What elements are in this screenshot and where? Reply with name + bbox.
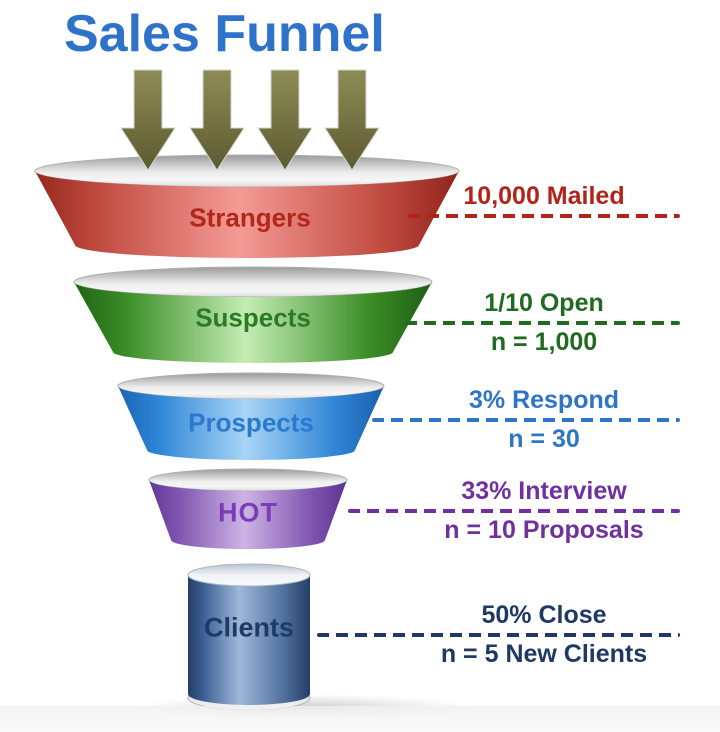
funnel-stage-hot-body [149,480,347,549]
funnel-stage-hot-rim [148,468,348,492]
dashed-leader-line [317,633,680,637]
down-arrow-icon [324,69,380,171]
page-title: Sales Funnel [64,5,385,63]
stage-label-hot: HOT [218,497,278,528]
annotation-strangers-line2 [408,220,680,250]
annotation-hot: 33% Interview n = 10 Proposals [348,475,680,545]
cylinder-top [187,563,311,587]
dashed-leader-line [348,509,680,513]
annotation-hot-line2: n = 10 Proposals [444,516,644,544]
stage-label-prospects: Prospects [188,407,314,438]
inflow-arrows [120,69,380,171]
stage-label-strangers: Strangers [189,202,311,233]
funnel-stage-strangers-body [35,171,459,258]
stage-label-clients: Clients [203,612,295,643]
funnel-stage-prospects-rim [117,372,385,400]
annotation-clients-line2: n = 5 New Clients [440,640,648,668]
dashed-leader-line [405,321,680,325]
annotation-clients-line1: 50% Close [481,601,607,629]
dashed-leader-line [372,418,680,422]
annotation-prospects-line2: n = 30 [508,425,580,453]
annotation-clients: 50% Close n = 5 New Clients [317,599,680,669]
funnel-stage-suspects-rim [73,266,433,298]
cylinder-body [188,575,310,705]
annotation-prospects-line1: 3% Respond [468,386,620,414]
annotation-strangers-line1: 10,000 Mailed [463,182,625,210]
down-arrow-icon [189,69,245,171]
stage-label-suspects: Suspects [195,302,311,333]
funnel-stage-suspects-shape [73,266,433,363]
annotation-suspects: 1/10 Open n = 1,000 [405,287,680,357]
ground-strip [0,706,720,732]
funnel-stage-prospects-body [118,386,384,460]
funnel-stage-clients-shape [187,563,311,711]
funnel-stage-hot-shape [148,468,348,549]
funnel-stage-suspects-body [74,282,432,363]
annotation-hot-line1: 33% Interview [461,477,627,505]
annotation-suspects-line2: n = 1,000 [490,328,598,356]
dashed-leader-line [408,214,680,218]
annotation-prospects: 3% Respond n = 30 [372,384,680,454]
annotation-suspects-line1: 1/10 Open [484,289,604,317]
funnel-stage-strangers-rim [34,154,460,188]
funnel-stage-prospects-shape [117,372,385,460]
down-arrow-icon [257,69,313,171]
annotation-strangers: 10,000 Mailed [408,180,680,250]
down-arrow-icon [120,69,176,171]
